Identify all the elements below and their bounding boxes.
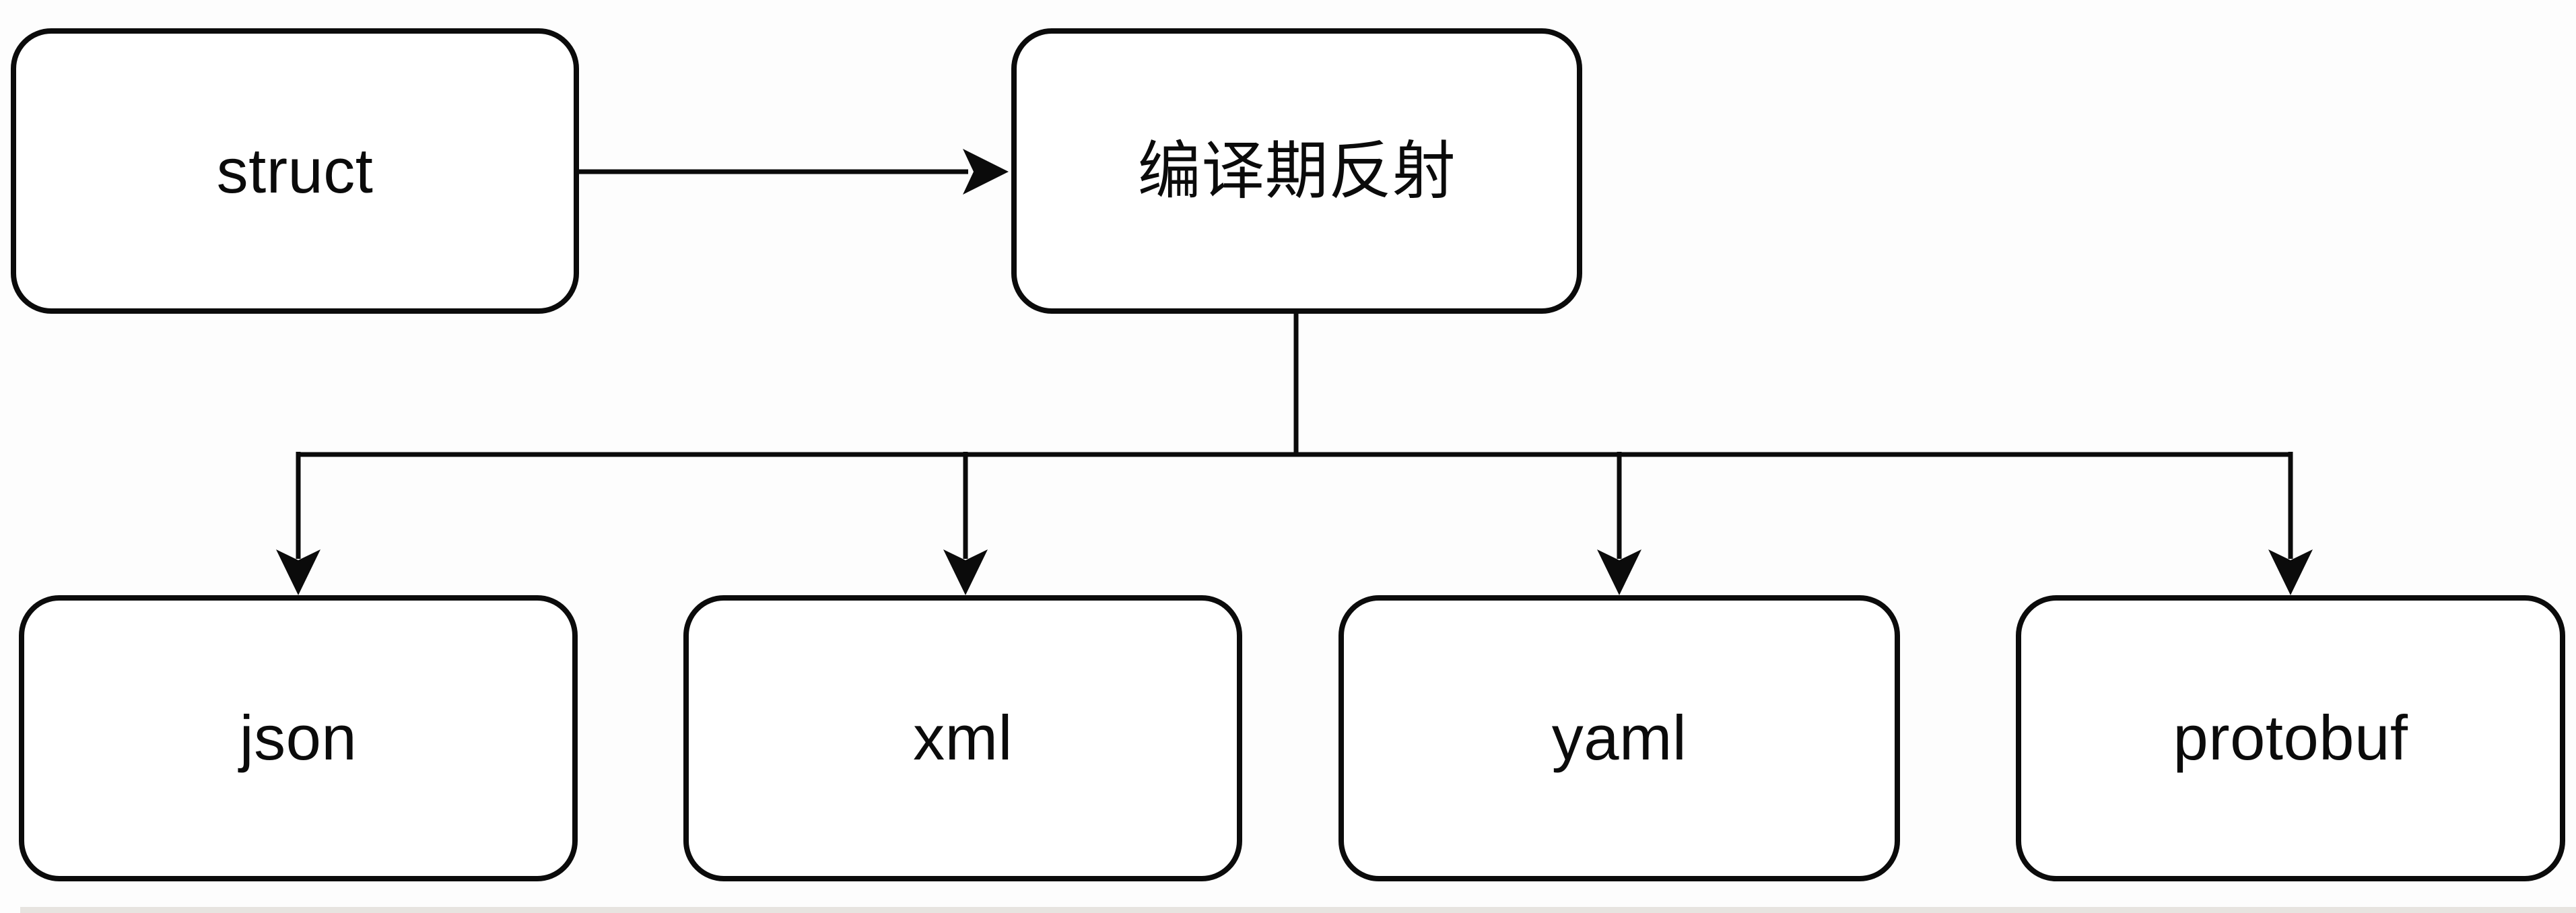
node-struct: struct (11, 28, 579, 314)
edge-hub-to-protobuf (2268, 452, 2313, 595)
edge-hub-to-json (276, 452, 320, 595)
arrowhead-down-icon (2268, 549, 2313, 595)
arrowhead-down-icon (943, 549, 988, 595)
edge-struct-to-hub (579, 149, 1009, 195)
node-json: json (19, 595, 578, 881)
node-xml-label: xml (913, 702, 1013, 774)
node-compile-time-reflection: 编译期反射 (1011, 28, 1582, 314)
bottom-edge-strip (20, 907, 2576, 913)
node-yaml-label: yaml (1551, 702, 1687, 774)
edge-hub-to-yaml (1597, 452, 1641, 595)
node-struct-label: struct (216, 135, 374, 206)
node-xml: xml (683, 595, 1242, 881)
node-protobuf: protobuf (2016, 595, 2565, 881)
node-yaml: yaml (1338, 595, 1900, 881)
node-protobuf-label: protobuf (2173, 702, 2408, 774)
arrowhead-down-icon (1597, 549, 1641, 595)
arrowhead-right-icon (963, 149, 1009, 195)
edge-hub-to-xml (943, 452, 988, 595)
node-compile-time-reflection-label: 编译期反射 (1137, 135, 1456, 206)
node-json-label: json (239, 702, 358, 774)
arrowhead-down-icon (276, 549, 320, 595)
edge-hub-trunk (298, 312, 2291, 457)
